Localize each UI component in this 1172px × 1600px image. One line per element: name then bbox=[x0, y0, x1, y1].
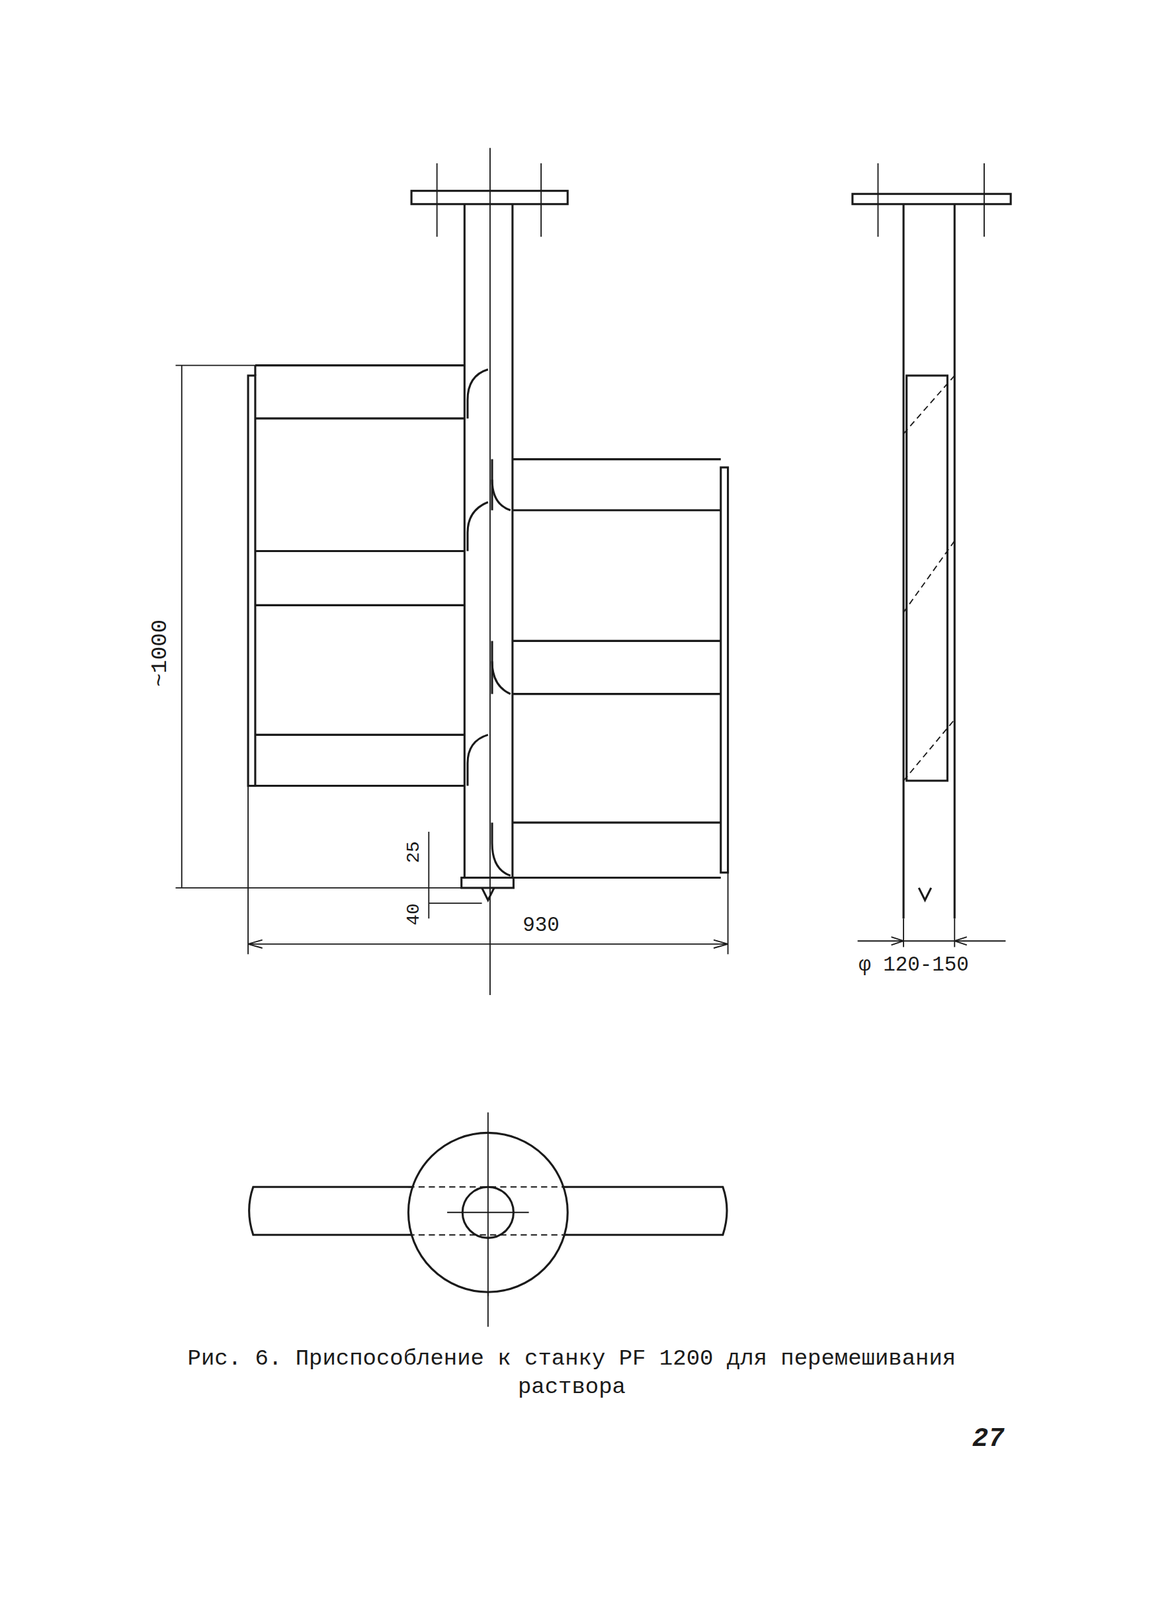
page-number: 27 bbox=[970, 1424, 1006, 1454]
diameter-dimension: φ 120-150 bbox=[856, 954, 971, 977]
figure-caption: Рис. 6. Приспособление к станку PF 1200 … bbox=[163, 1345, 981, 1402]
dimension-value: 40 bbox=[404, 901, 425, 928]
height-dimension: ~1000 bbox=[148, 617, 174, 690]
width-dimension: 930 bbox=[520, 914, 562, 938]
dimension-value: 25 bbox=[404, 839, 425, 866]
